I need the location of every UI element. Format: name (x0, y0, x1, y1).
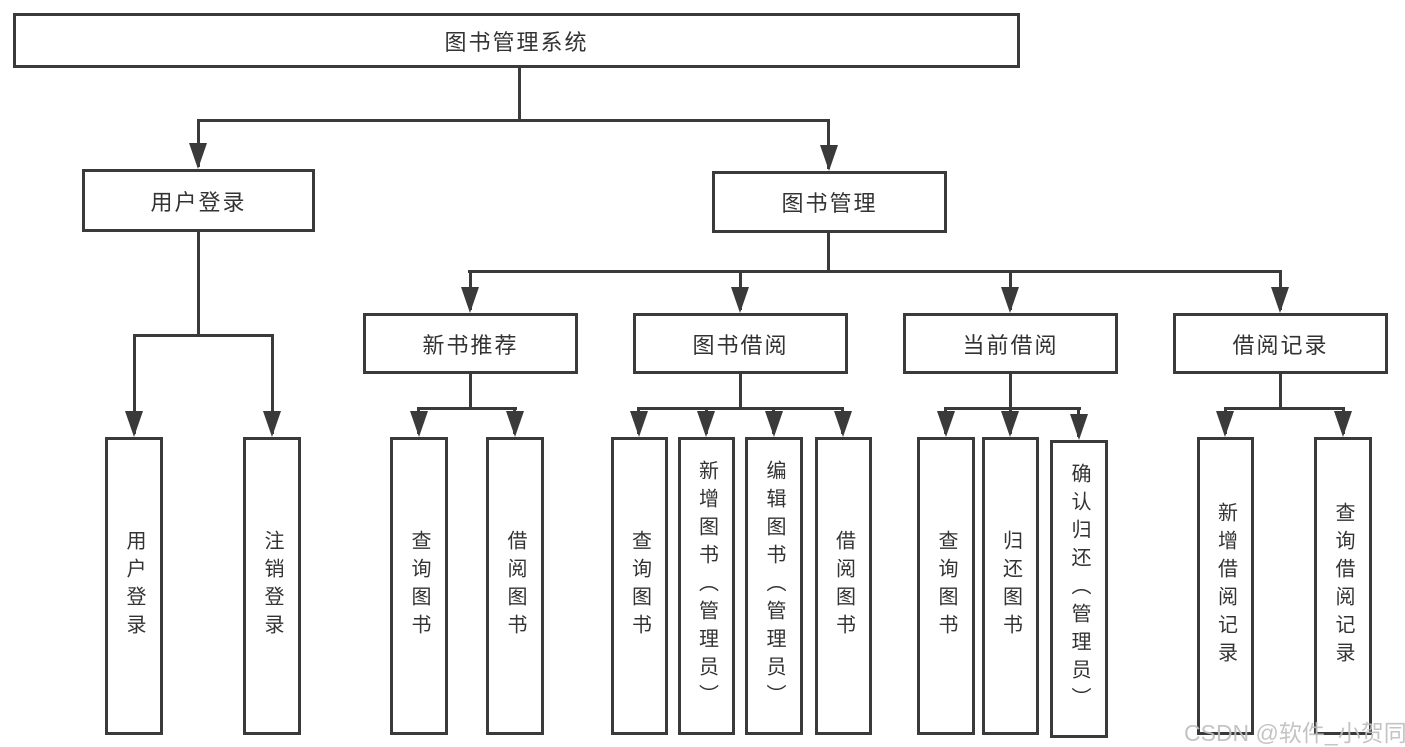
node-current-borrow: 当前借阅 (903, 313, 1118, 374)
arrowhead-icon (1001, 411, 1019, 437)
arrowhead-icon (1271, 287, 1289, 313)
leaf-user-login: 用户登录 (105, 437, 163, 735)
connector-drop-leaf (271, 334, 274, 434)
arrowhead-icon (697, 411, 715, 437)
leaf-add-borrow-record-label: 新增借阅记录 (1214, 502, 1237, 670)
arrowhead-icon (1216, 411, 1234, 437)
connector-group-bar (637, 407, 844, 410)
node-root-library-system: 图书管理系统 (13, 13, 1020, 68)
connector-user-login-drop (197, 232, 200, 336)
leaf-logout: 注销登录 (243, 437, 301, 735)
leaf-query-borrow-record: 查询借阅记录 (1314, 437, 1372, 735)
arrowhead-icon (731, 287, 749, 313)
leaf-edit-books-admin: 编辑图书（管理员） (745, 437, 803, 735)
arrowhead-icon (1070, 414, 1088, 440)
node-user-login: 用户登录 (82, 169, 315, 232)
arrowhead-icon (1334, 411, 1352, 437)
leaf-add-books-admin-label: 新增图书（管理员） (695, 460, 718, 712)
leaf-query-books-2-label: 查询图书 (628, 530, 651, 642)
leaf-logout-label: 注销登录 (261, 530, 283, 642)
connector-book-management-drop (827, 233, 830, 272)
arrowhead-icon (834, 411, 852, 437)
node-new-book-recommend-label: 新书推荐 (422, 332, 519, 358)
leaf-borrow-books-2-label: 借阅图书 (832, 530, 855, 642)
arrowhead-icon (1001, 287, 1019, 313)
node-borrow-records: 借阅记录 (1173, 313, 1388, 374)
leaf-confirm-return-admin: 确认归还（管理员） (1050, 440, 1108, 738)
leaf-add-borrow-record: 新增借阅记录 (1197, 437, 1254, 735)
leaf-return-books: 归还图书 (982, 437, 1039, 735)
node-book-management: 图书管理 (712, 171, 947, 233)
node-book-management-label: 图书管理 (781, 191, 878, 216)
connector-user-login-bar (133, 334, 274, 337)
leaf-add-books-admin: 新增图书（管理员） (678, 437, 735, 735)
connector-drop-book-management (827, 119, 830, 169)
connector-level3-bar (468, 270, 1281, 273)
arrowhead-icon (410, 411, 428, 437)
arrowhead-icon (630, 411, 648, 437)
leaf-query-books-3-label: 查询图书 (935, 530, 957, 642)
arrowhead-icon (125, 411, 143, 437)
leaf-borrow-books-2: 借阅图书 (815, 437, 872, 735)
connector-drop-leaf (133, 334, 136, 434)
leaf-borrow-books-1-label: 借阅图书 (504, 530, 526, 642)
leaf-borrow-books-1: 借阅图书 (486, 437, 544, 735)
node-book-borrow: 图书借阅 (633, 313, 848, 374)
connector-root-drop (518, 68, 521, 121)
node-root-label: 图书管理系统 (444, 29, 589, 55)
connector-level2-bar (197, 119, 830, 122)
connector-group-bar (944, 407, 1081, 410)
node-book-borrow-label: 图书借阅 (692, 332, 789, 358)
arrowhead-icon (263, 411, 281, 437)
connector-group-drop (469, 374, 472, 410)
arrowhead-icon (461, 287, 479, 313)
leaf-query-books-2: 查询图书 (611, 437, 668, 735)
node-current-borrow-label: 当前借阅 (962, 332, 1059, 358)
arrowhead-icon (937, 411, 955, 437)
leaf-confirm-return-admin-label: 确认归还（管理员） (1068, 463, 1090, 715)
csdn-watermark: CSDN @软件_小贺同学 (1184, 720, 1405, 746)
arrowhead-icon (189, 143, 207, 169)
leaf-query-books-3: 查询图书 (917, 437, 975, 735)
connector-group-bar (417, 407, 517, 410)
leaf-query-books-1-label: 查询图书 (408, 530, 430, 642)
leaf-query-borrow-record-label: 查询借阅记录 (1332, 502, 1354, 670)
connector-group-bar (1224, 407, 1345, 410)
connector-group-drop (739, 374, 742, 410)
connector-group-drop (1279, 374, 1282, 410)
leaf-user-login-label: 用户登录 (123, 530, 145, 642)
node-user-login-label: 用户登录 (150, 189, 247, 215)
node-borrow-records-label: 借阅记录 (1232, 332, 1329, 358)
connector-group-drop (1009, 374, 1012, 410)
node-new-book-recommend: 新书推荐 (363, 313, 578, 374)
arrowhead-icon (506, 411, 524, 437)
arrowhead-icon (765, 411, 783, 437)
leaf-query-books-1: 查询图书 (390, 437, 448, 735)
arrowhead-icon (820, 145, 838, 171)
leaf-return-books-label: 归还图书 (999, 530, 1022, 642)
leaf-edit-books-admin-label: 编辑图书（管理员） (763, 460, 785, 712)
